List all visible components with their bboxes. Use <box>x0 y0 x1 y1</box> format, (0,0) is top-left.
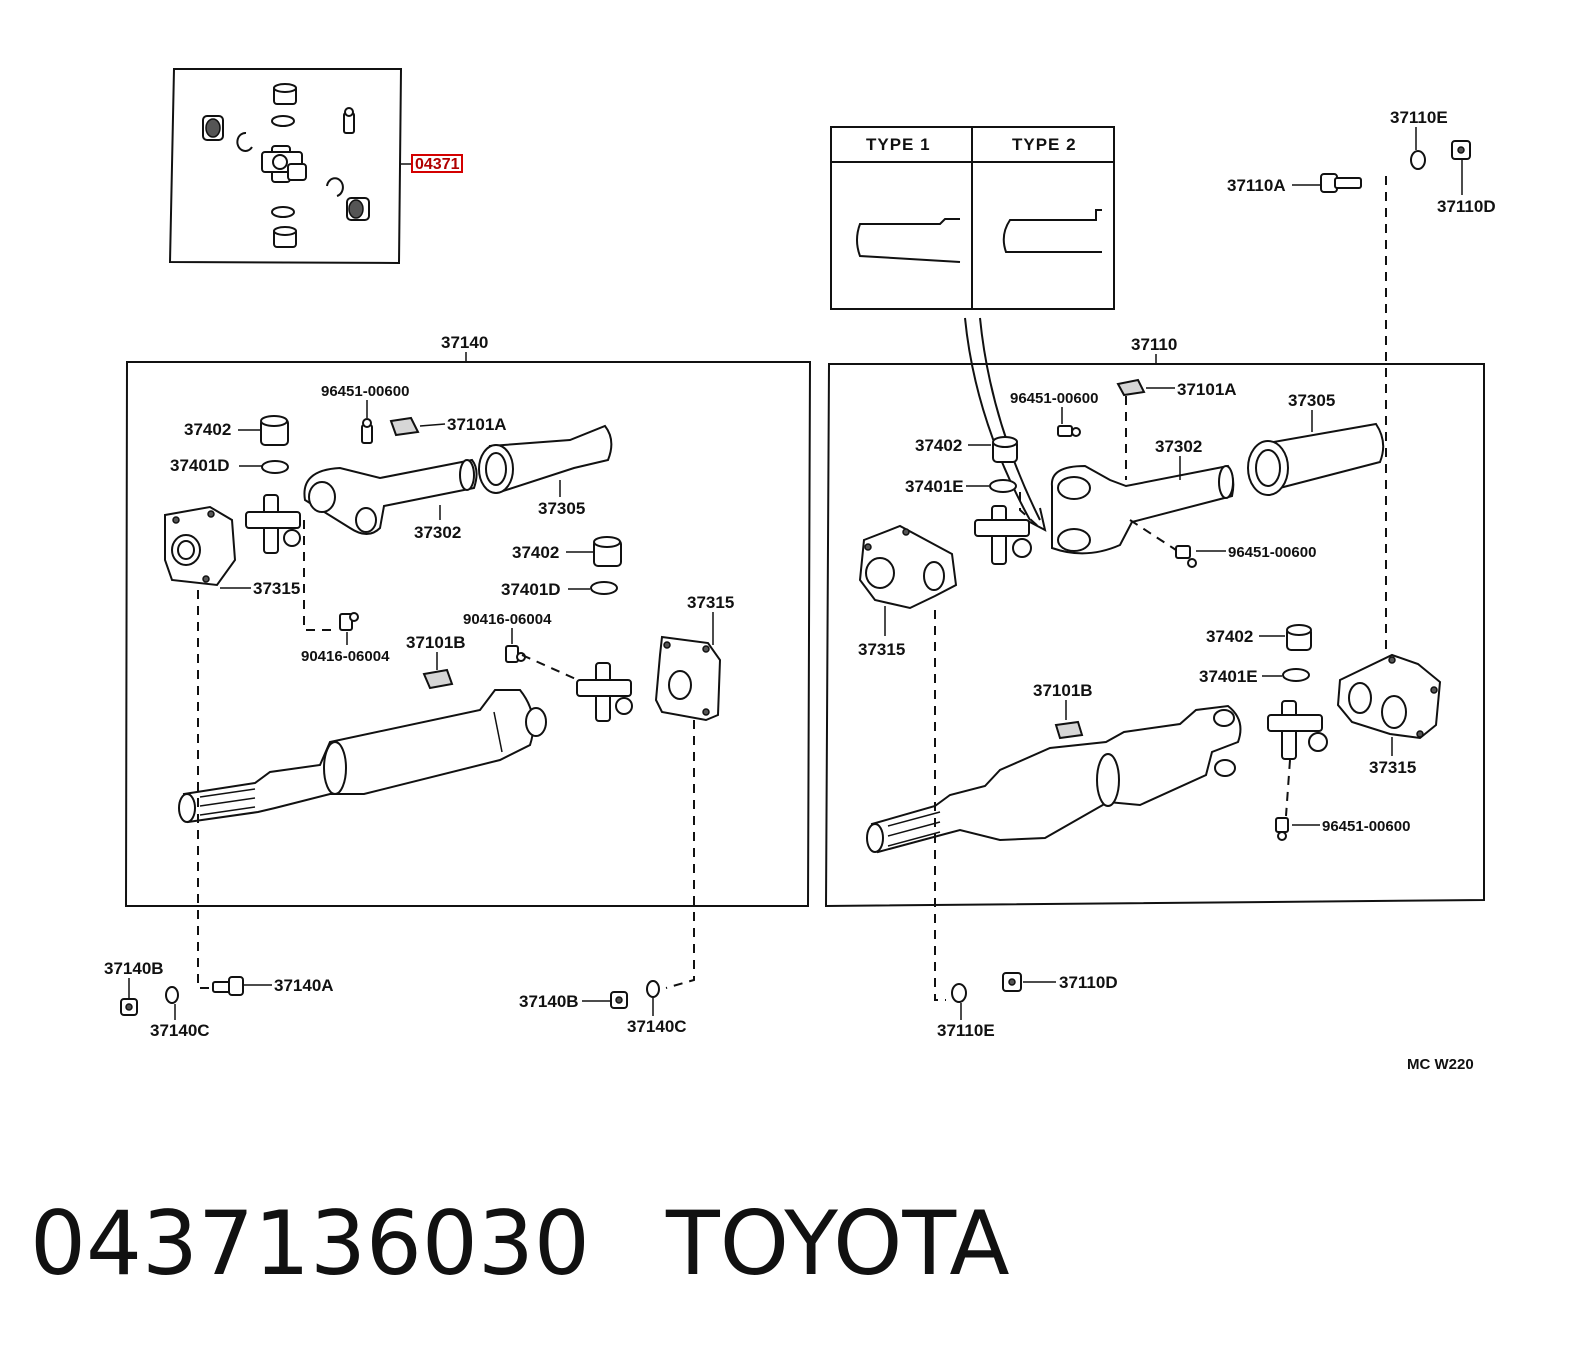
label-37101A-right: 37101A <box>1177 380 1237 399</box>
grease-fitting-icon <box>1175 545 1197 568</box>
label-37140A: 37140A <box>274 976 334 995</box>
label-37101A: 37101A <box>447 415 507 434</box>
balance-weight-icon <box>389 416 420 437</box>
propeller-shaft-icon <box>178 689 547 824</box>
grease-fitting-icon <box>361 418 373 444</box>
label-37315-right-b: 37315 <box>1369 758 1416 777</box>
label-37302: 37302 <box>414 523 461 542</box>
spider-cross-icon <box>261 145 307 183</box>
grease-fitting-icon <box>339 612 526 663</box>
right-top-fasteners: 37110E 37110D 37110A <box>1227 108 1496 216</box>
label-37305: 37305 <box>538 499 585 518</box>
label-37140C-a: 37140C <box>150 1021 210 1040</box>
center-bearing-icon <box>260 415 622 567</box>
label-37302-right: 37302 <box>1155 437 1202 456</box>
label-37140B-b: 37140B <box>519 992 579 1011</box>
flange-yoke-icon <box>858 524 958 610</box>
type-1-label: TYPE 1 <box>866 135 931 154</box>
assembly-label-left: 37140 <box>441 333 488 352</box>
label-90416-b: 90416-06004 <box>463 611 552 628</box>
assembly-37110: 37110 96451-00600 37101A 37402 37402 374… <box>824 176 1485 1001</box>
sleeve-yoke-icon <box>303 458 478 535</box>
label-37101B: 37101B <box>406 633 466 652</box>
balance-weight-icon <box>1054 720 1084 740</box>
nut-icon <box>1451 140 1471 160</box>
center-bearing-icon <box>992 436 1312 651</box>
label-37315-b: 37315 <box>687 593 734 612</box>
highlight-box <box>411 154 463 173</box>
grease-fitting-icon <box>1057 425 1081 437</box>
label-37401E-right: 37401E <box>905 477 964 496</box>
spider-cross-icon <box>1267 700 1328 760</box>
dust-boot-icon <box>1247 422 1385 496</box>
snap-ring-icon <box>989 479 1017 493</box>
label-37401E-right-b: 37401E <box>1199 667 1258 686</box>
type-1-profile <box>856 218 961 263</box>
right-bottom-fasteners: 37110E 37110D <box>937 972 1118 1040</box>
washer-icon <box>951 983 967 1003</box>
sleeve-yoke-icon <box>1050 464 1235 555</box>
washer-icon <box>165 980 660 1004</box>
propeller-shaft-icon <box>866 704 1242 854</box>
type-comparison-box: TYPE 1 TYPE 2 <box>830 126 1115 532</box>
balance-weight-icon <box>1116 378 1146 397</box>
label-37110D-bot: 37110D <box>1059 973 1118 992</box>
spider-cross-icon <box>576 662 633 722</box>
label-37402-right-b: 37402 <box>1206 627 1253 646</box>
nut-icon <box>120 991 628 1016</box>
label-37402-b: 37402 <box>512 543 559 562</box>
label-37110D-top: 37110D <box>1437 197 1496 216</box>
label-96451-mid-right: 96451-00600 <box>1228 544 1316 561</box>
label-37140B-a: 37140B <box>104 959 164 978</box>
bearing-cap-icon <box>202 83 370 248</box>
label-96451-top: 96451-00600 <box>321 383 409 400</box>
snap-ring-icon <box>261 460 289 474</box>
label-37402: 37402 <box>184 420 231 439</box>
diagram-code: MC W220 <box>1407 1056 1474 1073</box>
flange-yoke-icon <box>164 505 237 587</box>
label-96451-top-right: 96451-00600 <box>1010 390 1098 407</box>
bolt-icon <box>1320 173 1362 193</box>
spider-cross-icon <box>245 494 301 554</box>
label-37401D-b: 37401D <box>501 580 561 599</box>
nut-icon <box>1002 972 1022 992</box>
left-fasteners: 37140B 37140B 37140A 37140C 37140C <box>104 959 687 1040</box>
spider-cross-icon <box>974 505 1032 565</box>
washer-icon <box>1410 150 1426 170</box>
dust-boot-icon <box>478 424 613 494</box>
flange-yoke-icon <box>1336 653 1442 740</box>
assembly-37140: 37140 37402 37402 37401D 37401D 96451-00… <box>124 333 812 989</box>
label-37315: 37315 <box>253 579 300 598</box>
highlight-label: 04371 <box>415 156 460 173</box>
label-37110E-top: 37110E <box>1390 108 1448 127</box>
snap-ring-icon <box>590 581 618 595</box>
flange-yoke-icon <box>654 635 722 722</box>
ujoint-kit-inset: 04371 <box>168 68 463 265</box>
label-90416-a: 90416-06004 <box>301 648 390 665</box>
label-37315-right: 37315 <box>858 640 905 659</box>
balance-weight-icon <box>422 668 454 690</box>
label-37110A: 37110A <box>1227 176 1286 195</box>
brand-caption: TOYOTA <box>665 1192 1010 1295</box>
label-37101B-right: 37101B <box>1033 681 1093 700</box>
type-2-label: TYPE 2 <box>1012 135 1077 154</box>
label-37401D: 37401D <box>170 456 230 475</box>
label-37110E-bot: 37110E <box>937 1021 995 1040</box>
bolt-icon <box>212 976 244 996</box>
label-37402-right: 37402 <box>915 436 962 455</box>
part-number-caption: 0437136030 <box>30 1192 590 1295</box>
grease-fitting-icon <box>1275 817 1289 841</box>
assembly-label-right: 37110 <box>1131 335 1177 354</box>
grease-fitting-icon <box>343 107 355 134</box>
label-37305-right: 37305 <box>1288 391 1335 410</box>
label-37140C-b: 37140C <box>627 1017 687 1036</box>
snap-ring-icon <box>1282 668 1310 682</box>
label-96451-bot-right: 96451-00600 <box>1322 818 1410 835</box>
snap-ring-icon <box>236 115 344 218</box>
type-2-profile <box>1002 209 1102 253</box>
